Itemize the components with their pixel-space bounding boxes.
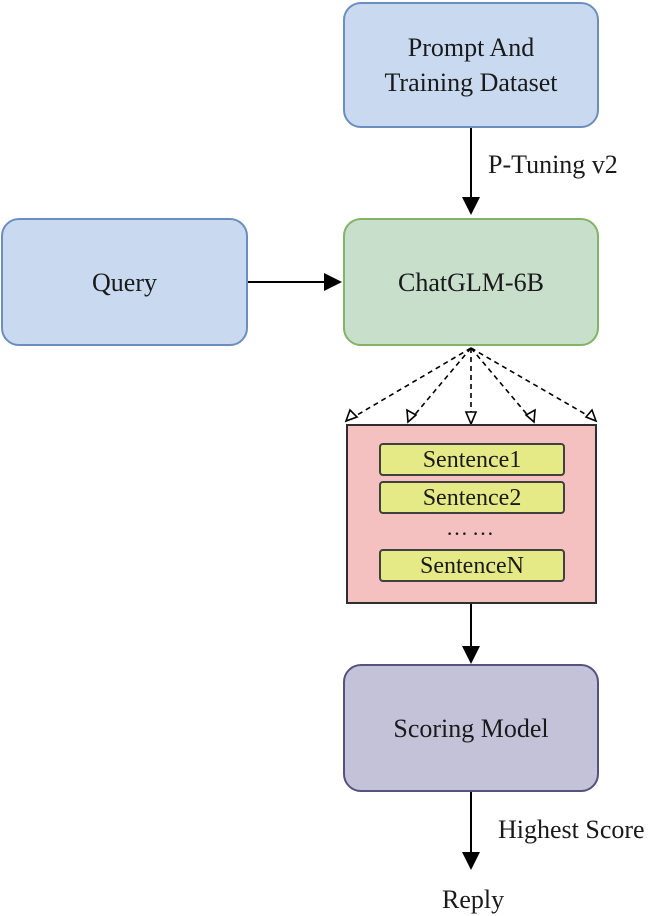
edge-query-to-chatglm bbox=[248, 273, 342, 291]
prompt-dataset-node: Prompt And Training Dataset bbox=[343, 2, 599, 128]
sentence-item-1: Sentence1 bbox=[379, 443, 565, 476]
highest-score-edge-label: Highest Score bbox=[498, 815, 645, 844]
scoring-model-node: Scoring Model bbox=[343, 664, 599, 792]
edge-prompt-to-chatglm bbox=[462, 128, 480, 215]
edge-scoring-to-reply bbox=[462, 792, 480, 870]
sentence-ellipsis: …… bbox=[446, 515, 498, 540]
prompt-dataset-line1: Prompt And bbox=[407, 33, 535, 62]
sentence-item-n: SentenceN bbox=[379, 549, 565, 582]
scoring-model-label: Scoring Model bbox=[393, 713, 549, 743]
ptuning-edge-label: P-Tuning v2 bbox=[488, 150, 618, 179]
edge-sentences-to-scoring bbox=[462, 604, 480, 664]
sentence-item-2: Sentence2 bbox=[379, 481, 565, 514]
fanout-arrowheads bbox=[344, 408, 598, 427]
chatglm-label: ChatGLM-6B bbox=[398, 267, 544, 297]
edge-chatglm-fanout bbox=[351, 347, 593, 419]
query-node: Query bbox=[1, 218, 248, 346]
reply-label: Reply bbox=[442, 885, 505, 914]
prompt-dataset-line2: Training Dataset bbox=[384, 68, 558, 97]
chatglm-node: ChatGLM-6B bbox=[343, 218, 599, 346]
query-label: Query bbox=[92, 267, 157, 297]
